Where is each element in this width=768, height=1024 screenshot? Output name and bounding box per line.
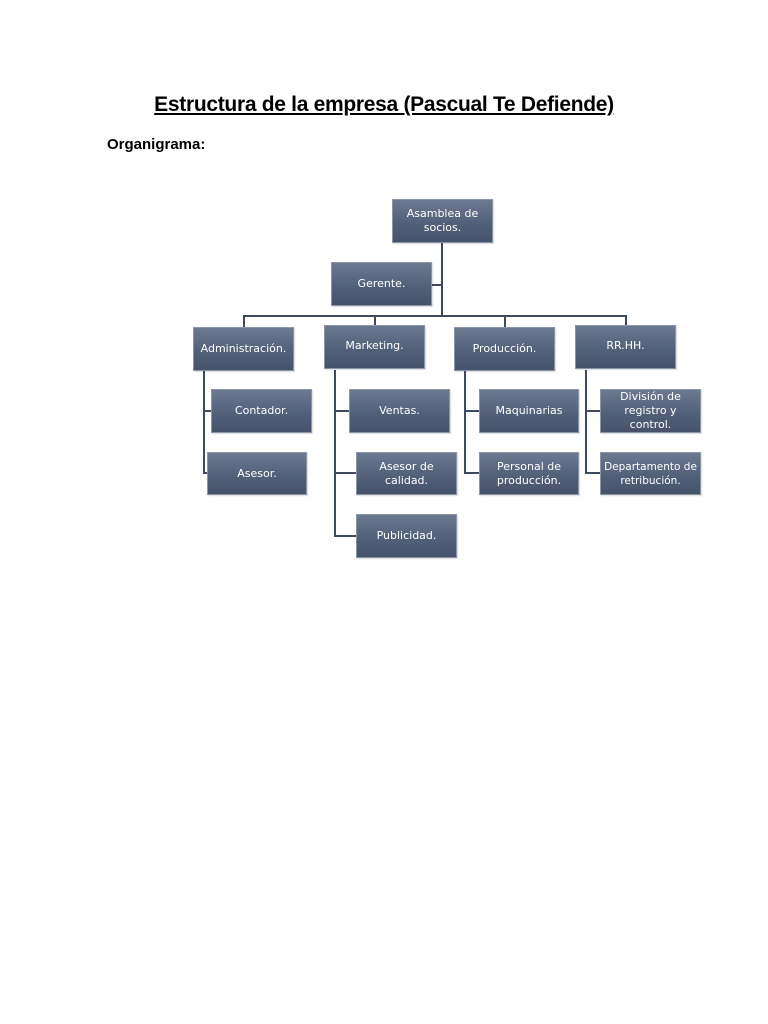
connector-asesor (203, 472, 208, 474)
connector-contador (203, 410, 212, 412)
connector-departamento-retribucion (585, 472, 601, 474)
connector-marketing-trunk (334, 370, 336, 537)
connector-gerente (432, 284, 442, 286)
org-node-asesor-de-calidad: Asesor de calidad. (356, 452, 457, 495)
org-node-asamblea-de-socios: Asamblea de socios. (392, 199, 493, 243)
connector-root-vertical (441, 243, 443, 316)
org-node-produccion: Producción. (454, 327, 555, 371)
section-label-organigrama: Organigrama: (107, 136, 206, 153)
org-node-departamento-de-retribucion: Departamento de retribución. (600, 452, 701, 495)
org-node-personal-de-produccion: Personal de producción. (479, 452, 579, 495)
org-node-administracion: Administración. (193, 327, 294, 371)
connector-maquinarias (464, 410, 480, 412)
org-node-division-de-registro-y-control: División de registro y control. (600, 389, 701, 433)
org-node-ventas: Ventas. (349, 389, 450, 433)
connector-administracion-trunk (203, 370, 205, 474)
connector-publicidad (334, 535, 357, 537)
org-node-contador: Contador. (211, 389, 312, 433)
connector-personal-produccion (464, 472, 480, 474)
org-node-asesor: Asesor. (207, 452, 307, 495)
org-node-gerente: Gerente. (331, 262, 432, 306)
org-node-maquinarias: Maquinarias (479, 389, 579, 433)
connector-asesor-calidad (334, 472, 357, 474)
connector-ventas (334, 410, 350, 412)
connector-drop-administracion (243, 315, 245, 328)
connector-produccion-trunk (464, 370, 466, 474)
connector-division-registro (585, 410, 601, 412)
document-title: Estructura de la empresa (Pascual Te Def… (154, 93, 614, 116)
org-node-publicidad: Publicidad. (356, 514, 457, 558)
connector-drop-marketing (374, 315, 376, 327)
connector-drop-produccion (504, 315, 506, 328)
connector-departments-bus (243, 315, 627, 317)
org-node-rrhh: RR.HH. (575, 325, 676, 369)
connector-drop-rrhh (625, 315, 627, 327)
connector-rrhh-trunk (585, 370, 587, 474)
org-node-marketing: Marketing. (324, 325, 425, 369)
